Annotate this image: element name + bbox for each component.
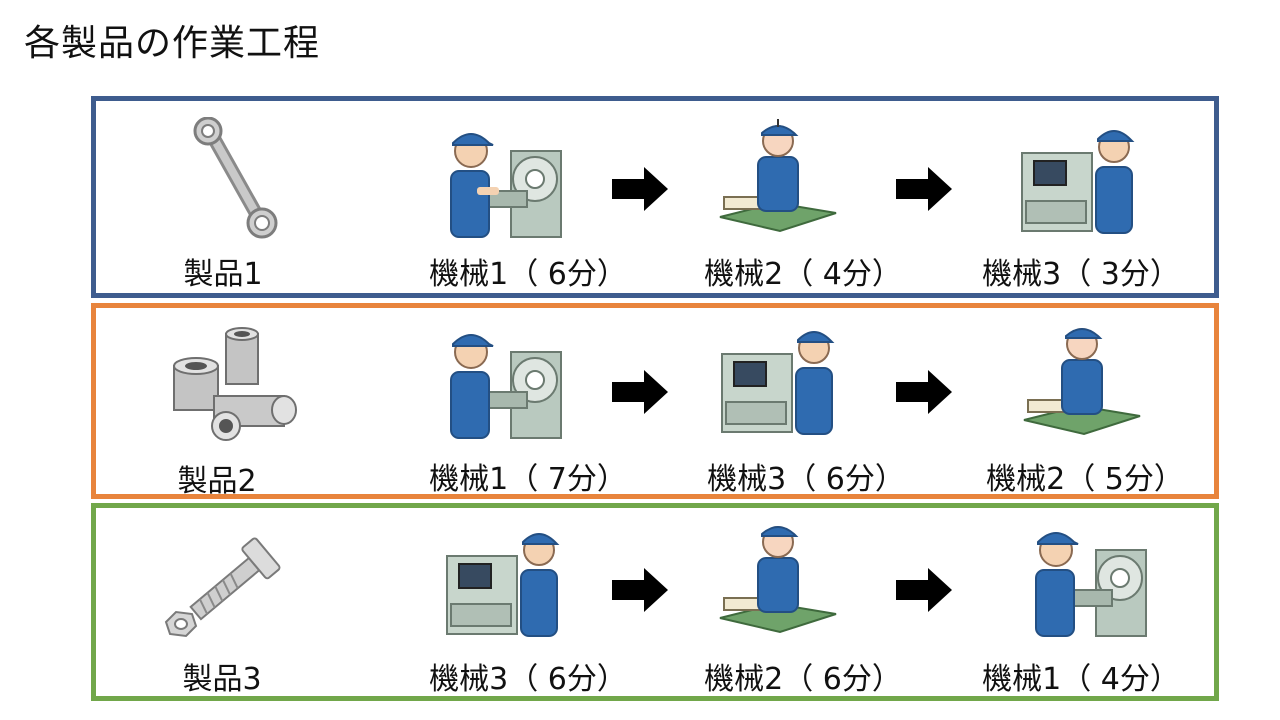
arrow-right-icon [896, 568, 952, 612]
product-2-label: 製品2 [177, 464, 257, 499]
product-3-step-2-label: 機械2（ 6分） [704, 662, 902, 697]
product-2-step-2-label: 機械3（ 6分） [707, 462, 905, 497]
cnc-machine-worker-icon [446, 533, 560, 637]
pipe-fittings-icon [173, 327, 297, 441]
product-2-step-3-label: 機械2（ 5分） [986, 462, 1184, 497]
product-3-step-1-label: 機械3（ 6分） [429, 662, 627, 697]
product-3-panel: 製品3 機械3（ 6分） 機械2（ 6分） 機械1（ 4分） [91, 503, 1219, 701]
product-2-step-1-label: 機械1（ 7分） [429, 462, 627, 497]
product-1-step-3-label: 機械3（ 3分） [982, 257, 1180, 292]
product-1-label: 製品1 [183, 257, 263, 292]
cnc-machine-worker-icon [721, 331, 835, 435]
product-1-step-1-label: 機械1（ 6分） [429, 257, 627, 292]
arrow-right-icon [612, 370, 668, 414]
product-2-panel: 製品2 機械1（ 7分） 機械3（ 6分） 機械2（ 5分） [91, 303, 1219, 499]
product-3-step-3-label: 機械1（ 4分） [982, 662, 1180, 697]
wrench-icon [193, 117, 278, 239]
cnc-machine-worker-icon [1021, 130, 1135, 234]
product-3-label: 製品3 [182, 662, 262, 697]
arrow-right-icon [612, 167, 668, 211]
bolt-and-nut-icon [164, 537, 281, 638]
lathe-worker-icon [450, 133, 562, 238]
product-1-panel: 製品1 機械1（ 6分） 機械2（ 4分） 機械3（ 3分） [91, 96, 1219, 298]
workbench-worker-icon [719, 526, 837, 634]
arrow-right-icon [896, 370, 952, 414]
arrow-right-icon [612, 568, 668, 612]
workbench-worker-icon [1023, 328, 1141, 436]
workbench-worker-icon [719, 119, 837, 233]
arrow-right-icon [896, 167, 952, 211]
lathe-worker-icon [450, 334, 562, 439]
product-1-step-2-label: 機械2（ 4分） [704, 257, 902, 292]
lathe-worker-icon [1035, 532, 1147, 637]
page-title: 各製品の作業工程 [24, 23, 321, 64]
